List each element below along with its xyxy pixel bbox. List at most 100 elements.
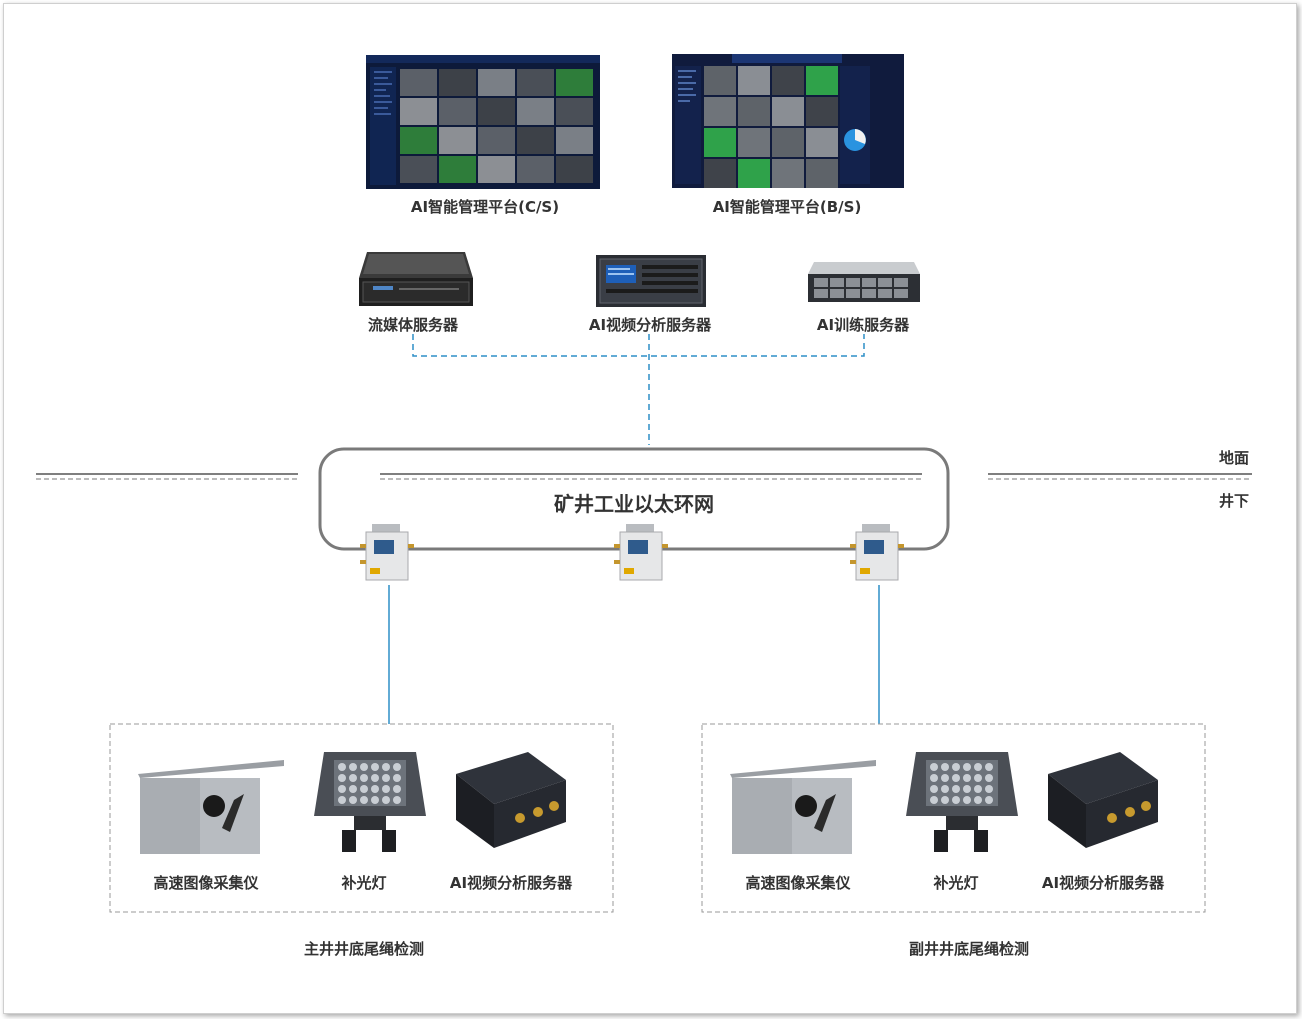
ring-switch-left-icon xyxy=(360,524,414,581)
led-dot xyxy=(371,785,379,793)
led-dot xyxy=(349,774,357,782)
led-dot xyxy=(985,763,993,771)
led-dot xyxy=(338,785,346,793)
led-dot xyxy=(349,796,357,804)
led-dot xyxy=(952,785,960,793)
ring-network-label: 矿井工业以太环网 xyxy=(554,492,714,516)
video-tile xyxy=(704,128,736,157)
streaming-server-label: 流媒体服务器 xyxy=(367,316,459,334)
training-server-icon xyxy=(808,262,920,302)
video-tile xyxy=(439,98,476,125)
video-tile xyxy=(806,128,838,157)
aux-group-title: 副井井底尾绳检测 xyxy=(908,940,1030,958)
led-dot xyxy=(393,796,401,804)
led-dot xyxy=(371,763,379,771)
main-fill-light-icon xyxy=(314,752,426,852)
main-camera-housing-icon xyxy=(138,760,284,854)
led-dot xyxy=(360,785,368,793)
led-dot xyxy=(952,774,960,782)
video-tile xyxy=(738,128,770,157)
bs-platform-screen xyxy=(672,54,904,188)
video-tile xyxy=(400,127,437,154)
video-tile xyxy=(400,156,437,183)
video-tile xyxy=(772,159,804,188)
video-tile xyxy=(478,156,515,183)
led-dot xyxy=(930,774,938,782)
led-dot xyxy=(393,774,401,782)
underground-label: 井下 xyxy=(1219,492,1250,510)
led-dot xyxy=(974,785,982,793)
led-dot xyxy=(985,785,993,793)
video-tile xyxy=(478,127,515,154)
led-dot xyxy=(974,763,982,771)
led-dot xyxy=(985,774,993,782)
training-server-label: AI训练服务器 xyxy=(816,316,910,334)
led-dot xyxy=(941,763,949,771)
video-tile xyxy=(772,66,804,95)
video-tile xyxy=(556,156,593,183)
analysis-server-icon xyxy=(596,255,706,307)
cs-platform-screen xyxy=(366,55,600,189)
led-dot xyxy=(941,785,949,793)
surface-label: 地面 xyxy=(1219,449,1250,467)
led-dot xyxy=(963,796,971,804)
video-tile xyxy=(772,97,804,126)
video-tile xyxy=(704,66,736,95)
led-dot xyxy=(930,763,938,771)
led-dot xyxy=(941,774,949,782)
led-dot xyxy=(338,763,346,771)
video-tile xyxy=(738,66,770,95)
video-tile xyxy=(806,97,838,126)
main-server-label: AI视频分析服务器 xyxy=(449,874,573,892)
cs-platform-label: AI智能管理平台(C/S) xyxy=(410,198,560,216)
led-dot xyxy=(371,796,379,804)
led-dot xyxy=(930,785,938,793)
divider-middle xyxy=(380,473,922,480)
led-dot xyxy=(974,796,982,804)
led-dot xyxy=(371,774,379,782)
video-tile xyxy=(400,69,437,96)
led-dot xyxy=(985,796,993,804)
led-dot xyxy=(963,785,971,793)
bs-platform-label: AI智能管理平台(B/S) xyxy=(712,198,862,216)
led-dot xyxy=(382,774,390,782)
video-tile xyxy=(439,69,476,96)
led-dot xyxy=(963,763,971,771)
main-ai-server-box-icon xyxy=(456,752,566,848)
aux-fill-light-icon xyxy=(906,752,1018,852)
video-tile xyxy=(704,159,736,188)
video-tile xyxy=(556,69,593,96)
video-tile xyxy=(517,156,554,183)
led-dot xyxy=(393,763,401,771)
video-tile xyxy=(738,97,770,126)
analysis-server-label: AI视频分析服务器 xyxy=(588,316,712,334)
group-box-main xyxy=(109,723,614,913)
led-dot xyxy=(382,763,390,771)
led-dot xyxy=(360,796,368,804)
video-tile xyxy=(517,69,554,96)
divider-left xyxy=(36,473,298,480)
video-tile xyxy=(439,127,476,154)
ring-switch-right-icon xyxy=(850,524,904,581)
streaming-server-icon xyxy=(359,252,473,306)
led-dot xyxy=(382,796,390,804)
server-bus-line xyxy=(412,334,865,445)
led-dot xyxy=(349,785,357,793)
led-dot xyxy=(382,785,390,793)
main-group-title: 主井井底尾绳检测 xyxy=(303,940,425,958)
led-dot xyxy=(974,774,982,782)
led-dot xyxy=(360,774,368,782)
video-tile xyxy=(556,127,593,154)
led-dot xyxy=(338,774,346,782)
led-dot xyxy=(952,763,960,771)
video-tile xyxy=(517,98,554,125)
aux-light-label: 补光灯 xyxy=(933,874,979,892)
video-tile xyxy=(738,159,770,188)
video-tile xyxy=(772,128,804,157)
main-camera-label: 高速图像采集仪 xyxy=(153,874,259,892)
video-tile xyxy=(478,98,515,125)
aux-server-label: AI视频分析服务器 xyxy=(1041,874,1165,892)
video-tile xyxy=(400,98,437,125)
main-light-label: 补光灯 xyxy=(341,874,387,892)
aux-camera-housing-icon xyxy=(730,760,876,854)
